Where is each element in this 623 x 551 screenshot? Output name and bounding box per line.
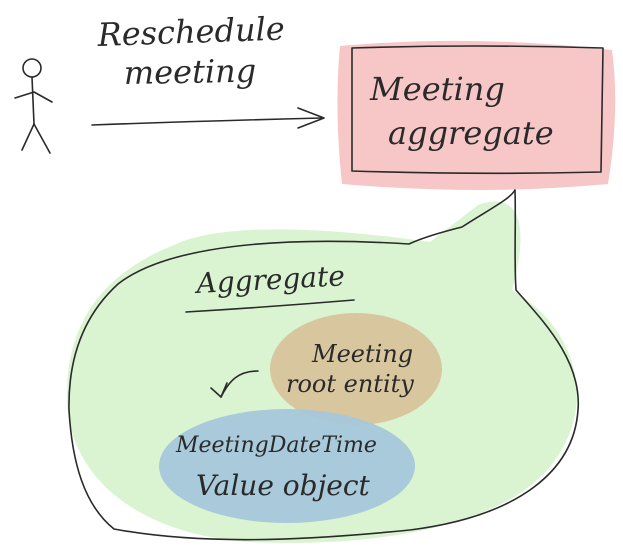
root-entity-label-line2: root entity — [286, 370, 414, 398]
command-label-line2: meeting — [123, 52, 256, 92]
meeting-aggregate-title-line1: Meeting — [369, 70, 505, 108]
stick-figure-icon — [14, 58, 53, 154]
aggregate-title-underline — [185, 299, 355, 313]
curved-arrow-icon — [210, 370, 259, 398]
right-arrow-icon — [91, 107, 325, 129]
meeting-aggregate-title-line2: aggregate — [388, 114, 554, 152]
root-entity-label-line1: Meeting — [311, 340, 413, 368]
meeting-datetime-value-object: MeetingDateTime Value object — [159, 409, 415, 523]
value-object-label-line2: Value object — [196, 469, 371, 502]
meeting-aggregate-box: Meeting aggregate — [337, 40, 616, 190]
aggregate-title: Aggregate — [193, 259, 346, 300]
meeting-root-entity: Meeting root entity — [270, 313, 442, 425]
command-label-line1: Reschedule — [96, 9, 285, 54]
value-object-label-line1: MeetingDateTime — [175, 433, 377, 458]
